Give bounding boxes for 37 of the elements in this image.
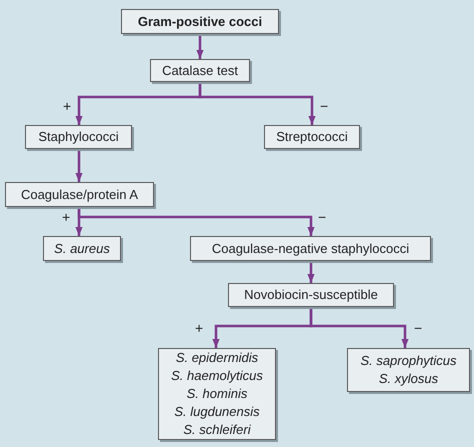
- node-text: S. epidermidis: [176, 349, 258, 367]
- process-box: [5, 182, 154, 207]
- arrow: [196, 34, 204, 59]
- node-text: S. haemolyticus: [171, 367, 263, 385]
- edge-label: −: [414, 321, 422, 335]
- node-text: S. schleiferi: [183, 421, 251, 439]
- edge-label: +: [63, 99, 72, 113]
- process-box: [121, 9, 279, 34]
- node-text: Coagulase-negative staphylococci: [212, 240, 410, 258]
- arrow: [307, 261, 315, 283]
- process-box: [190, 236, 431, 261]
- process-box: [264, 125, 360, 149]
- arrow: [75, 149, 83, 182]
- node-text: S. saprophyticus: [360, 352, 457, 370]
- node-text: Coagulase/protein A: [20, 186, 138, 204]
- process-box: [150, 59, 250, 82]
- node-text: Staphylococci: [38, 128, 119, 146]
- node-text: S. lugdunensis: [174, 403, 260, 421]
- node-text: Gram-positive cocci: [138, 12, 262, 30]
- edge-label: −: [318, 210, 326, 224]
- process-box: [158, 348, 276, 440]
- arrow: [198, 82, 316, 125]
- node-text: S. xylosus: [378, 370, 438, 388]
- arrow: [78, 207, 315, 236]
- process-box: [228, 283, 394, 307]
- node-text: Streptococci: [276, 128, 348, 146]
- process-box: [43, 236, 121, 261]
- edge-label: −: [320, 99, 328, 113]
- edge-label: +: [62, 210, 70, 224]
- process-box: [25, 125, 132, 149]
- node-text: S. hominis: [186, 385, 248, 403]
- process-box: [347, 348, 470, 392]
- node-text: Novobiocin-susceptible: [244, 286, 378, 304]
- node-text: S. aureus: [54, 240, 110, 258]
- edge-label: +: [195, 321, 204, 335]
- arrow: [310, 307, 409, 348]
- node-text: Catalase test: [162, 62, 238, 80]
